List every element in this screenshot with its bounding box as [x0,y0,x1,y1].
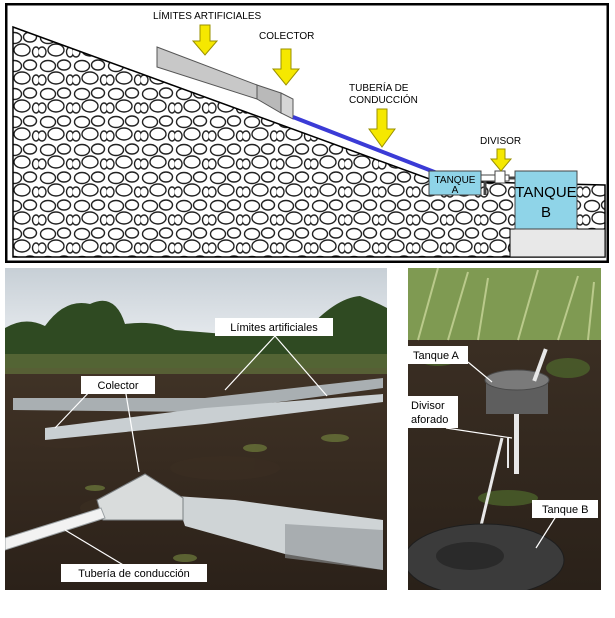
schematic-svg: TANQUE A TANQUE B LÍMITES ARTIFICIALES C… [5,3,609,263]
field-photo-tanks: Tanque A Divisor aforado Tanque B [408,268,601,590]
photo-right-svg: Tanque A Divisor aforado Tanque B [408,268,601,590]
photo-left-svg: Límites artificiales Colector Tubería de… [5,268,387,590]
label-box [408,346,468,364]
divisor-pipe-photo [514,414,519,474]
outlet-pipe [478,437,504,531]
label-box [81,376,155,394]
conduction-pipe-photo [5,507,106,551]
arrow-down-icon [368,108,396,148]
label-limites-artificiales: LÍMITES ARTIFICIALES [153,9,262,22]
label-box [61,564,207,582]
schematic-diagram: TANQUE A TANQUE B LÍMITES ARTIFICIALES C… [5,3,609,263]
tank-a-label-line2: A [452,185,459,196]
label-colector-photo: Colector [98,380,139,392]
label-tuberia-line2: CONDUCCIÓN [349,93,418,106]
label-box [408,396,458,428]
conduction-pipe [292,115,438,175]
vent-pipe [532,348,548,382]
label-divisor: DIVISOR [480,136,521,147]
label-divisor-line2: aforado [411,414,448,426]
arrow-down-icon [489,148,513,172]
label-tuberia-photo: Tubería de conducción [78,568,190,580]
soil-slope [12,25,606,258]
label-tuberia-line1: TUBERÍA DE [349,81,409,94]
label-tanque-b: Tanque B [542,504,588,516]
divisor-box [494,170,506,184]
ground-base [509,228,606,258]
label-box [215,318,333,336]
label-limites-artificiales-photo: Límites artificiales [230,322,318,334]
grass [408,268,601,340]
tank-a-lid [484,369,550,391]
label-box [532,500,598,518]
field-photo-collector: Límites artificiales Colector Tubería de… [5,268,387,590]
tank-a [428,170,482,196]
arrow-down-icon [191,24,219,56]
arrow-down-icon [271,48,301,86]
label-tanque-a: Tanque A [413,350,460,362]
tank-b-label-line1: TANQUE [515,184,576,201]
label-divisor-line1: Divisor [411,400,445,412]
label-colector: COLECTOR [259,31,314,42]
metal-limit-strip [45,394,383,440]
tree-line [5,296,387,368]
tank-b [514,170,578,230]
tank-b-label-line2: B [541,204,551,221]
tank-a-label-line1: TANQUE [435,175,476,186]
metal-limit-strip [13,378,383,412]
